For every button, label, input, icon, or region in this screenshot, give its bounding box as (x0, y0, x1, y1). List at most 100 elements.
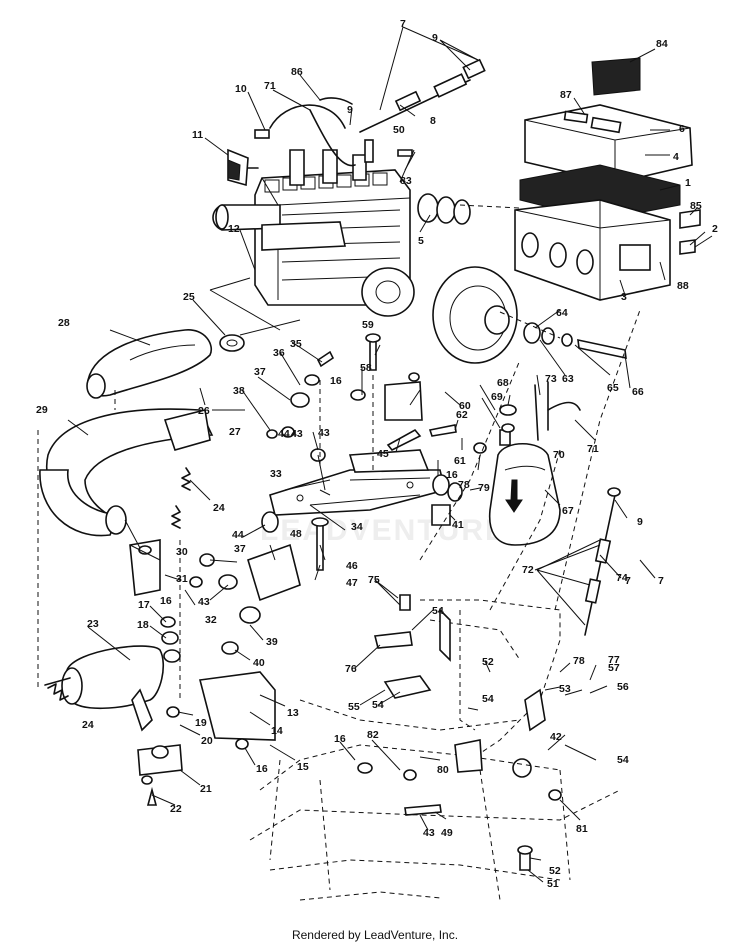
callout-42: 42 (550, 731, 562, 743)
callout-2: 2 (712, 223, 718, 235)
air-silencer-assembly (514, 57, 701, 301)
callout-1: 1 (685, 177, 691, 189)
callout-79: 79 (478, 482, 490, 494)
callout-34: 34 (351, 521, 363, 533)
callout-36: 36 (273, 347, 285, 359)
callout-16e: 16 (446, 469, 458, 481)
callout-55: 55 (348, 701, 360, 713)
callout-16d: 16 (330, 375, 342, 387)
callout-31: 31 (176, 573, 188, 585)
callout-54a: 54 (432, 605, 444, 617)
callout-6: 6 (679, 123, 685, 135)
callout-54c: 54 (482, 693, 494, 705)
callout-66: 66 (632, 386, 644, 398)
callout-64: 64 (556, 307, 568, 319)
callout-23: 23 (87, 618, 99, 630)
callout-78a: 78 (573, 655, 585, 667)
carburetor-cables (254, 58, 486, 167)
callout-48: 48 (290, 528, 302, 540)
render-credit: Rendered by LeadVenture, Inc. (291, 928, 459, 942)
exhaust-springs (47, 467, 191, 701)
callout-43a: 43 (291, 428, 303, 440)
callout-21: 21 (200, 783, 212, 795)
callout-39: 39 (266, 636, 278, 648)
leader-lines (67, 26, 713, 883)
callout-17: 17 (138, 599, 150, 611)
callout-29: 29 (36, 404, 48, 416)
callout-56: 56 (617, 681, 629, 693)
callout-87: 87 (560, 89, 572, 101)
fastener-hardware (141, 333, 562, 871)
callout-75: 75 (368, 574, 380, 586)
callout-81: 81 (576, 823, 588, 835)
callout-69: 69 (491, 391, 503, 403)
callout-82: 82 (367, 729, 379, 741)
callout-labels: 1 2 3 4 5 6 7 7 7 8 9 9 9 10 11 12 13 14… (36, 18, 718, 890)
callout-78b: 78 (458, 479, 470, 491)
callout-53: 53 (559, 683, 571, 695)
callout-9a: 9 (432, 32, 438, 44)
chassis-frame (249, 309, 641, 901)
callout-14: 14 (271, 725, 283, 737)
engine-mount-plate (269, 449, 446, 516)
callout-61: 61 (454, 455, 466, 467)
callout-54b: 54 (372, 699, 384, 711)
callout-51: 51 (547, 878, 559, 890)
callout-32: 32 (205, 614, 217, 626)
callout-20: 20 (201, 735, 213, 747)
callout-13: 13 (287, 707, 299, 719)
oil-tank (488, 381, 581, 546)
callout-62: 62 (456, 409, 468, 421)
callout-45: 45 (377, 448, 389, 460)
callout-65: 65 (607, 382, 619, 394)
callout-80: 80 (437, 764, 449, 776)
callout-60: 60 (459, 400, 471, 412)
callout-24b: 24 (82, 719, 94, 731)
callout-37b: 37 (234, 543, 246, 555)
callout-18: 18 (137, 619, 149, 631)
callout-84: 84 (656, 38, 668, 50)
callout-47: 47 (346, 577, 358, 589)
callout-67: 67 (562, 505, 574, 517)
gasket-5 (417, 193, 471, 225)
callout-73: 73 (545, 373, 557, 385)
callout-5: 5 (418, 235, 424, 247)
engine-assembly (212, 149, 415, 317)
ignition-switch (227, 148, 259, 187)
callout-25: 25 (183, 291, 195, 303)
callout-68: 68 (497, 377, 509, 389)
callout-77: 77 (608, 654, 620, 666)
callout-26: 26 (198, 405, 210, 417)
muffler-brackets (129, 539, 301, 776)
callout-38: 38 (233, 385, 245, 397)
callout-70: 70 (553, 449, 565, 461)
callout-59: 59 (362, 319, 374, 331)
throttle-cable-right (584, 487, 621, 636)
callout-7a: 7 (400, 18, 406, 30)
callout-10: 10 (235, 83, 247, 95)
callout-9b: 9 (347, 104, 353, 116)
callout-44b: 44 (232, 529, 244, 541)
callout-9c: 9 (637, 516, 643, 528)
callout-46: 46 (346, 560, 358, 572)
callout-7c: 7 (625, 575, 631, 587)
callout-40: 40 (253, 657, 265, 669)
callout-30: 30 (176, 546, 188, 558)
callout-49: 49 (441, 827, 453, 839)
callout-54d: 54 (617, 754, 629, 766)
callout-41: 41 (452, 519, 464, 531)
callout-83: 83 (400, 175, 412, 187)
callout-43c: 43 (423, 827, 435, 839)
callout-28: 28 (58, 317, 70, 329)
callout-85: 85 (690, 200, 702, 212)
callout-27: 27 (229, 426, 241, 438)
callout-76: 76 (345, 663, 357, 675)
callout-86: 86 (291, 66, 303, 78)
callout-52b: 52 (549, 865, 561, 877)
callout-4: 4 (673, 151, 679, 163)
callout-57: 57 (608, 662, 620, 674)
callout-7b: 7 (658, 575, 664, 587)
exhaust-system (39, 329, 214, 732)
callout-74: 74 (616, 572, 628, 584)
